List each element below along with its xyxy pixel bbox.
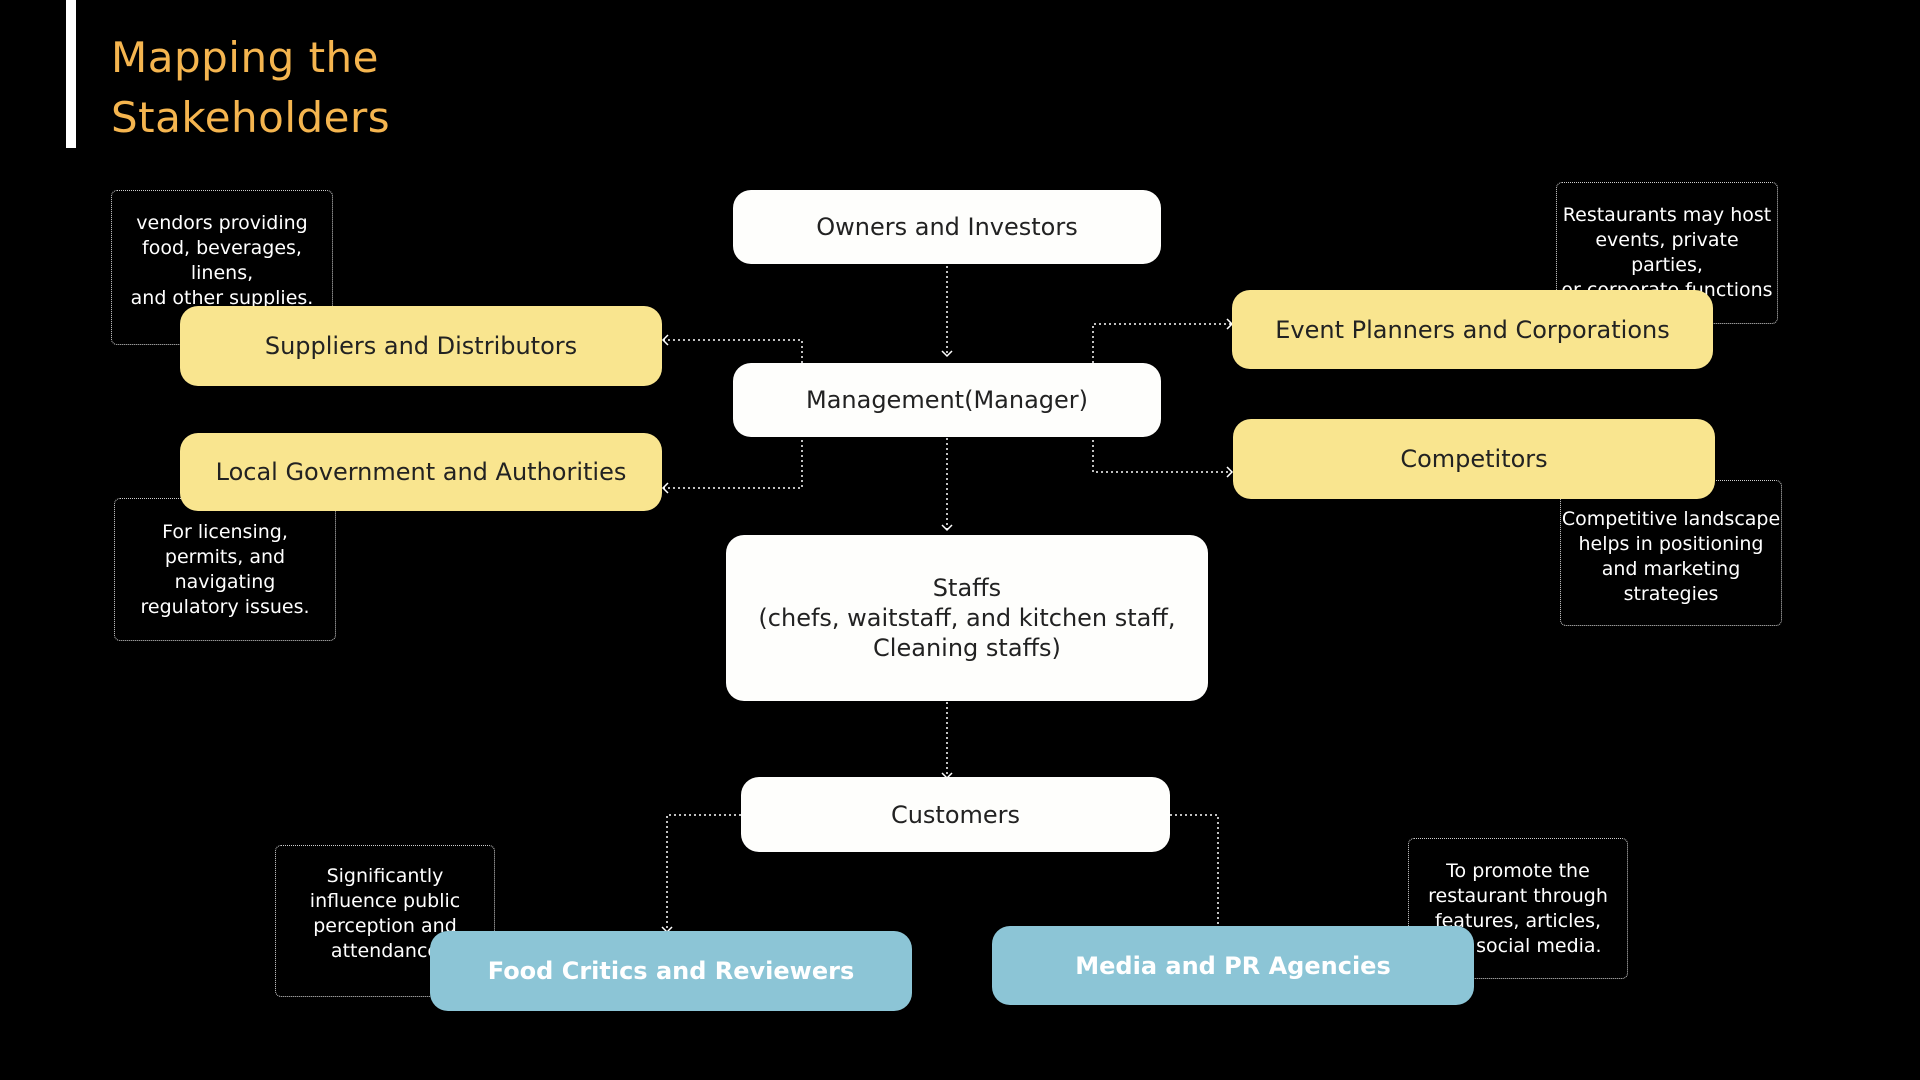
node-media-pr: Media and PR Agencies (992, 926, 1474, 1005)
arrow-management-to-events (1092, 318, 1234, 363)
node-staffs: Staffs (chefs, waitstaff, and kitchen st… (726, 535, 1208, 701)
note-competitors: Competitive landscape helps in positioni… (1560, 480, 1782, 626)
node-customers-label: Customers (890, 800, 1021, 829)
arrow-customers-to-media (1170, 814, 1224, 934)
node-event-planners-label: Event Planners and Corporations (1275, 315, 1670, 344)
node-management: Management(Manager) (733, 363, 1161, 437)
note-competitors-text: Competitive landscape helps in positioni… (1561, 508, 1781, 605)
node-management-label: Management(Manager) (805, 386, 1089, 414)
node-owners-investors-label: Owners and Investors (816, 213, 1078, 241)
page-title: Mapping the Stakeholders (111, 28, 390, 148)
note-government: For licensing, permits, and navigating r… (114, 498, 336, 641)
node-local-government-label: Local Government and Authorities (215, 458, 627, 486)
node-customers: Customers (741, 777, 1170, 852)
node-event-planners: Event Planners and Corporations (1232, 290, 1713, 369)
node-competitors: Competitors (1233, 419, 1715, 499)
node-media-pr-label: Media and PR Agencies (1075, 951, 1391, 980)
note-media-text: To promote the restaurant through featur… (1428, 860, 1608, 957)
node-staffs-label: Staffs (chefs, waitstaff, and kitchen st… (758, 574, 1176, 662)
title-accent-bar (66, 0, 76, 148)
page-title-line-1: Mapping the (111, 33, 380, 82)
arrow-management-to-competitors (1092, 400, 1234, 478)
arrow-customers-to-critics (661, 814, 741, 934)
note-critics-text: Significantly influence public perceptio… (309, 865, 461, 962)
node-owners-investors: Owners and Investors (733, 190, 1161, 264)
node-competitors-label: Competitors (1400, 445, 1548, 473)
note-critics: Significantly influence public perceptio… (275, 845, 495, 997)
page-title-line-2: Stakeholders (111, 93, 391, 142)
node-food-critics: Food Critics and Reviewers (430, 931, 912, 1011)
arrow-management-to-suppliers (661, 334, 803, 363)
node-local-government: Local Government and Authorities (180, 433, 662, 511)
note-suppliers: vendors providing food, beverages, linen… (111, 190, 333, 345)
note-government-text: For licensing, permits, and navigating r… (140, 520, 310, 618)
note-media: To promote the restaurant through featur… (1408, 838, 1628, 979)
arrow-management-to-government (661, 400, 803, 494)
node-suppliers-distributors: Suppliers and Distributors (180, 306, 662, 386)
note-events-text: Restaurants may host events, private par… (1561, 204, 1773, 301)
note-suppliers-text: vendors providing food, beverages, linen… (130, 212, 314, 309)
node-food-critics-label: Food Critics and Reviewers (487, 957, 855, 985)
node-suppliers-distributors-label: Suppliers and Distributors (264, 332, 578, 360)
